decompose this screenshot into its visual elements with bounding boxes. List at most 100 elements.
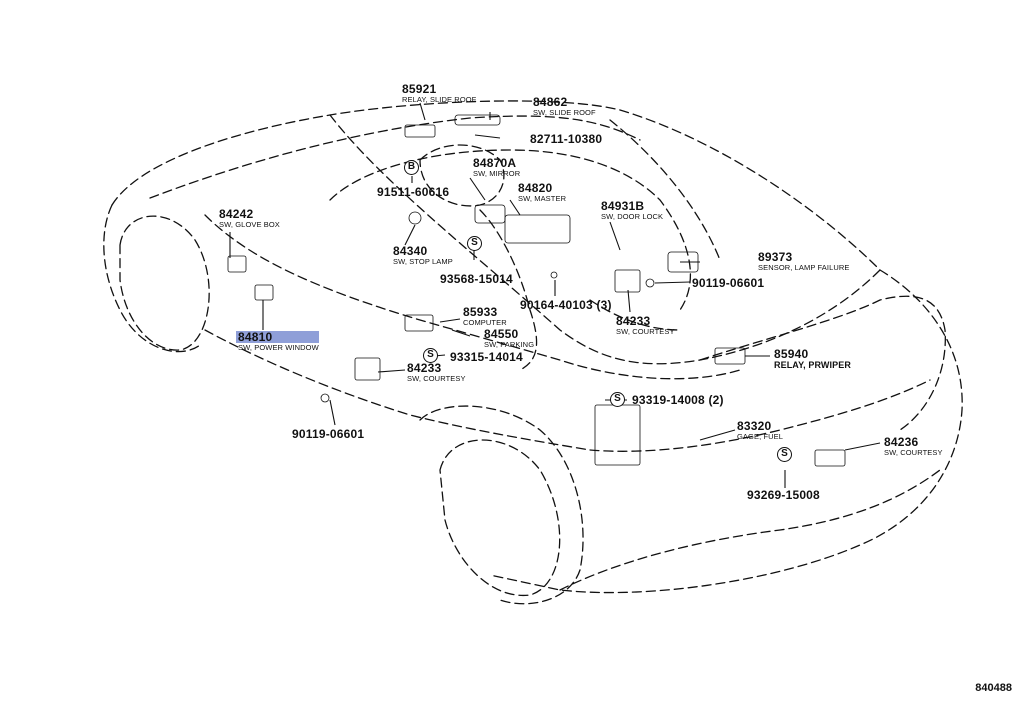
part-83320-shape [594,404,641,466]
part-number: 84340 [393,244,428,258]
part-number: 89373 [758,250,793,264]
callout-89373[interactable]: 89373 SENSOR, LAMP FAILURE [758,251,849,272]
part-number: 84236 [884,435,919,449]
callout-93269-15008[interactable]: 93269-15008 [747,489,820,501]
part-84236-shape [814,449,846,467]
part-number: 84550 [484,327,519,341]
callout-90164-40103[interactable]: 90164-40103 (3) [520,299,612,311]
part-number: 84242 [219,207,254,221]
door-frame [204,214,741,380]
part-description: SW, STOP LAMP [393,257,453,266]
part-number: 93319-14008 (2) [632,393,724,407]
part-number: 93269-15008 [747,488,820,502]
part-description: SW, DOOR LOCK [601,212,664,221]
roof-line [329,114,881,365]
part-85933-shape [404,314,434,332]
part-number: 85940 [774,347,809,361]
front-wheel-arch [103,204,201,353]
callout-84820[interactable]: 84820 SW, MASTER [518,182,566,203]
part-84810-shape [254,284,274,301]
callout-84810[interactable]: 84810 SW, POWER WINDOW [236,331,319,352]
part-description: SW, SLIDE ROOF [533,108,596,117]
callout-84862[interactable]: 84862 SW, SLIDE ROOF [533,96,596,117]
callout-90119-06601-a[interactable]: 90119-06601 [692,277,764,289]
part-84862-shape [454,114,501,126]
callout-90119-06601-b[interactable]: 90119-06601 [292,428,364,440]
part-description: SW, PARKING [484,340,535,349]
part-description: SW, MASTER [518,194,567,203]
seat-base [589,299,681,331]
callout-91511-60616[interactable]: 91511-60616 [377,186,449,198]
part-number: 84931B [601,199,645,213]
part-90119a-shape [645,278,655,288]
part-84340-shape [408,211,422,225]
callout-84233-a[interactable]: 84233 SW, COURTESY [616,315,675,336]
part-number: 90119-06601 [692,276,765,290]
callout-85933[interactable]: 85933 COMPUTER [463,306,507,327]
part-description: SW, MIRROR [473,169,521,178]
figure-number: 840488 [975,682,1012,694]
screw-marker-s: S [610,392,625,407]
part-description: RELAY, SLIDE ROOF [402,95,477,104]
screw-marker-s: S [423,348,438,363]
part-number: 90119-06601 [292,427,365,441]
part-84233b-shape [354,357,381,381]
part-number: 85933 [463,305,498,319]
side-sill [204,329,591,451]
callout-93568-15014[interactable]: 93568-15014 [440,273,513,285]
part-number: 91511-60616 [377,185,450,199]
part-90119b-shape [320,393,330,403]
part-85940-shape [714,347,746,365]
dashboard-outline [329,149,692,311]
part-description: SW, COURTESY [407,374,466,383]
bolt-marker-b: B [404,160,419,175]
rear-bumper [559,469,941,591]
callout-84233-b[interactable]: 84233 SW, COURTESY [407,362,466,383]
callout-83320[interactable]: 83320 GAGE, FUEL [737,420,783,441]
part-description: SW, COURTESY [884,448,943,457]
part-number: 84233 [616,314,651,328]
part-84820-shape [504,214,571,244]
part-description: SW, COURTESY [616,327,675,336]
trunk-lid [699,295,946,431]
part-description: RELAY, PRWIPER [774,360,851,370]
rear-panel [589,379,931,452]
callout-85921[interactable]: 85921 RELAY, SLIDE ROOF [402,83,476,104]
callout-84340[interactable]: 84340 SW, STOP LAMP [393,245,453,266]
callout-84931b[interactable]: 84931B SW, DOOR LOCK [601,200,663,221]
callout-85940[interactable]: 85940 RELAY, PRWIPER [774,348,851,370]
seat-back [479,209,538,371]
windshield-outline [149,115,641,199]
part-number: 84870A [473,156,517,170]
part-85921-shape [404,124,436,138]
part-description: SW, GLOVE BOX [219,220,280,229]
part-89373-shape [667,251,699,273]
part-number: 93315-14014 [450,350,523,364]
part-description: SENSOR, LAMP FAILURE [758,263,850,272]
rear-wheel [439,439,561,596]
part-90164-shape [550,271,558,279]
part-number: 93568-15014 [440,272,513,286]
front-wheel [119,215,210,351]
callout-82711-10380[interactable]: 82711-10380 [530,133,602,145]
callout-84242[interactable]: 84242 SW, GLOVE BOX [219,208,280,229]
callout-93319-14008[interactable]: 93319-14008 (2) [632,394,724,406]
callout-84236[interactable]: 84236 SW, COURTESY [884,436,943,457]
part-number: 85921 [402,82,437,96]
callout-84870a[interactable]: 84870A SW, MIRROR [473,157,520,178]
part-number: 84820 [518,181,553,195]
screw-marker-s: S [777,447,792,462]
steering-wheel [419,144,505,207]
callout-93315-14014[interactable]: 93315-14014 [450,351,523,363]
part-description: SW, POWER WINDOW [238,343,319,352]
screw-marker-s: S [467,236,482,251]
part-number-highlighted: 84810 [236,331,319,343]
rear-wheel-arch [419,405,584,605]
part-number: 84862 [533,95,568,109]
part-description: COMPUTER [463,318,507,327]
rear-window [609,119,721,261]
part-number: 84233 [407,361,442,375]
part-number: 90164-40103 (3) [520,298,612,312]
callout-84550[interactable]: 84550 SW, PARKING [484,328,534,349]
